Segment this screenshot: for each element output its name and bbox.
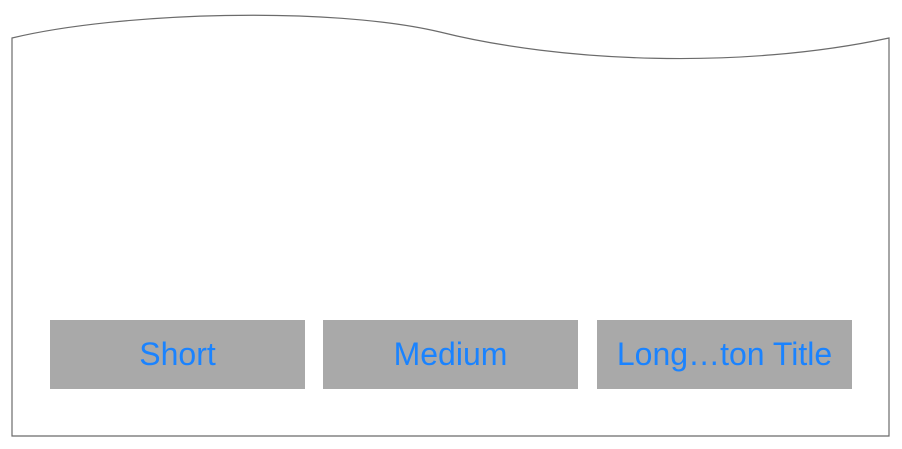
short-button[interactable]: Short — [50, 320, 305, 389]
medium-button[interactable]: Medium — [323, 320, 578, 389]
button-row: Short Medium Long…ton Title — [50, 320, 852, 389]
long-title-button[interactable]: Long…ton Title — [597, 320, 852, 389]
